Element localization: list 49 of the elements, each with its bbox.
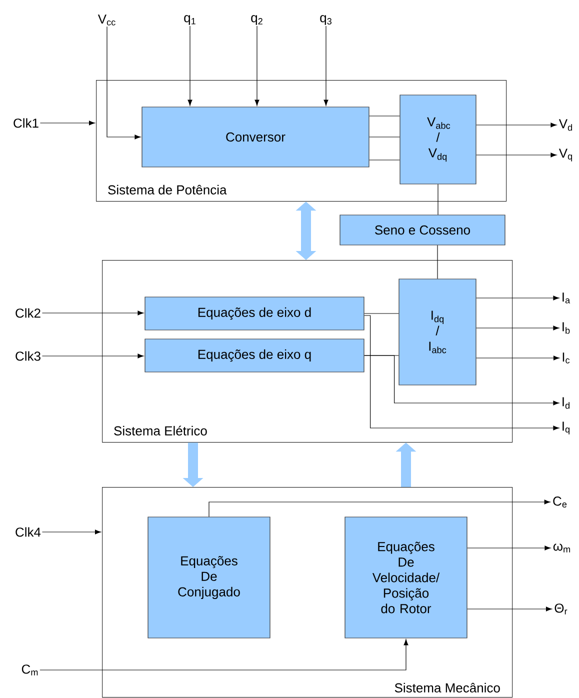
arrow (476, 122, 557, 128)
signal-label: Clk3 (16, 351, 40, 361)
signal-label: I$_{c}$ (562, 352, 570, 364)
signal-label: I$_{a}$ (562, 292, 570, 304)
signal-label: q$_{1}$ (184, 15, 196, 25)
signal-label: C$_{m}$ (22, 664, 38, 676)
arrow (208, 500, 550, 517)
connector-line (369, 136, 400, 138)
signal-label: V$_{q}$ (558, 148, 572, 162)
arrow (188, 26, 192, 106)
signal-label: ω$_{m}$ (553, 544, 570, 552)
signal-label: q$_{3}$ (320, 15, 332, 25)
arrow (42, 354, 144, 358)
process-box: I$_{dq}$ / I$_{abc}$ (398, 278, 476, 386)
arrow (42, 310, 144, 316)
signal-label: Clk2 (16, 308, 40, 318)
process-box: Seno e Cosseno (340, 214, 506, 246)
process-box: V$_{abc}$ / V$_{dq}$ (400, 94, 476, 184)
signal-label: I$_{q}$ (562, 422, 570, 434)
arrow (42, 530, 101, 534)
arrow (467, 606, 552, 612)
arrow (40, 639, 408, 670)
signal-label: V$_{d}$ (558, 119, 572, 131)
arrow (324, 26, 328, 106)
arrow (40, 120, 95, 126)
arrow (364, 355, 560, 406)
arrow (106, 26, 141, 140)
arrow (476, 326, 560, 330)
signal-label: q$_{2}$ (251, 15, 262, 25)
arrow (476, 356, 560, 360)
process-box: Equações De Velocidade/ Posição do Rotor (344, 516, 468, 638)
signal-label: V$_{cc}$ (98, 14, 116, 26)
signal-label: C$_{e}$ (553, 496, 567, 508)
signal-label: Clk1 (14, 118, 38, 128)
process-box: Equações De Conjugado (148, 516, 270, 638)
signal-label: Clk4 (16, 527, 41, 537)
signal-label: I$_{d}$ (562, 397, 570, 409)
signal-label: I$_{b}$ (562, 322, 570, 334)
arrow (476, 296, 560, 300)
arrow (476, 152, 557, 158)
connector-line (437, 245, 438, 279)
connector-line (364, 313, 399, 314)
arrow (467, 546, 551, 550)
process-box: Conversor (142, 106, 370, 168)
process-box: Equações de eixo q (144, 338, 364, 372)
arrow (364, 315, 560, 430)
arrow (254, 26, 260, 106)
signal-label: Θ$_{r}$ (554, 604, 568, 614)
process-box: Equações de eixo d (144, 296, 364, 330)
